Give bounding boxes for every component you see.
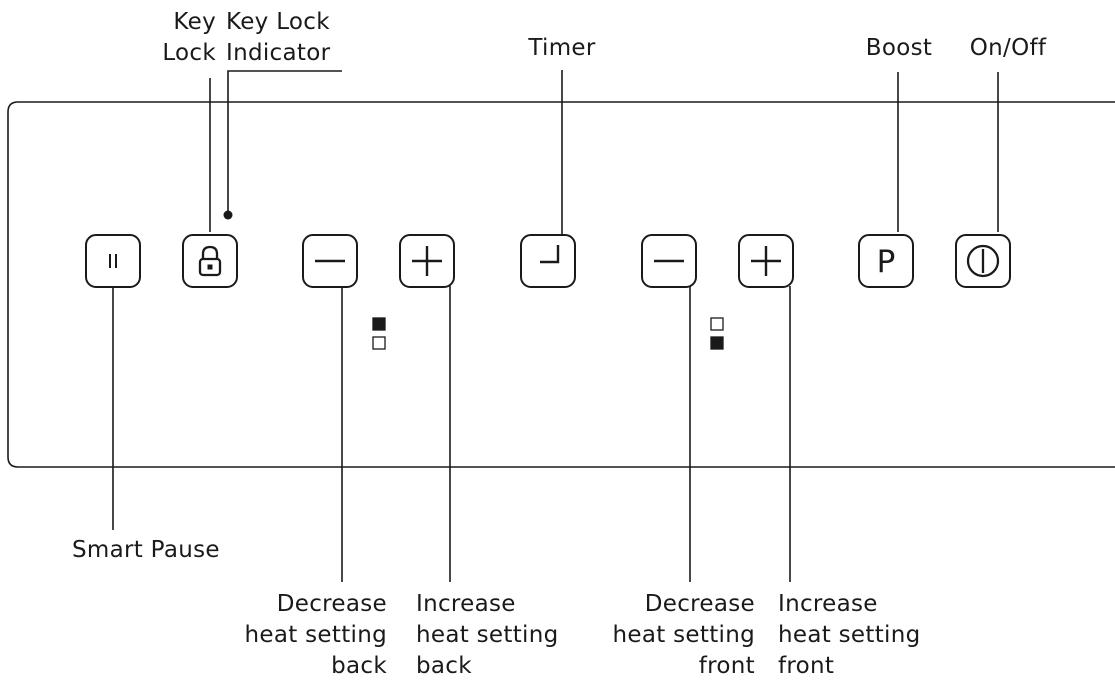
- decrease-back-key[interactable]: [302, 234, 358, 288]
- timer-key[interactable]: [520, 234, 576, 288]
- decrease-back-label: Decrease heat setting back: [244, 591, 387, 679]
- key-lock-indicator-dot: [223, 210, 233, 220]
- increase-front-key[interactable]: [738, 234, 794, 288]
- boost-key-glyph: P: [877, 244, 896, 280]
- lock-icon: [198, 245, 222, 277]
- minus-icon: [315, 259, 345, 263]
- zone-indicator-front-bottom: [710, 336, 724, 350]
- zone-indicator-back-bottom: [372, 336, 386, 350]
- increase-front-label: Increase heat setting front: [778, 591, 921, 679]
- zone-indicator-front-top: [710, 317, 724, 331]
- boost-label: Boost: [865, 35, 933, 61]
- minus-icon: [654, 259, 684, 263]
- decrease-front-key[interactable]: [641, 234, 697, 288]
- increase-back-label: Increase heat setting back: [416, 591, 559, 679]
- increase-back-key[interactable]: [399, 234, 455, 288]
- smart-pause-key[interactable]: [85, 234, 141, 288]
- plus-icon: [751, 246, 781, 276]
- key-lock-key[interactable]: [182, 234, 238, 288]
- timer-icon: [540, 245, 560, 264]
- plus-icon: [412, 246, 442, 276]
- key-lock-label: Key Lock: [162, 9, 216, 66]
- zone-indicator-back-top: [372, 317, 386, 331]
- key-lock-indicator-label: Key Lock Indicator: [226, 9, 331, 66]
- key-lock-indicator-leader: [227, 70, 342, 212]
- boost-key[interactable]: P: [858, 234, 914, 288]
- smart-pause-label: Smart Pause: [72, 537, 220, 563]
- power-icon: [966, 244, 1000, 278]
- on-off-key[interactable]: [955, 234, 1011, 288]
- on-off-label: On/Off: [969, 35, 1047, 61]
- decrease-front-label: Decrease heat setting front: [612, 591, 755, 679]
- control-panel-outline: [7, 101, 1115, 468]
- pause-icon: [109, 254, 117, 268]
- timer-label: Timer: [528, 35, 596, 61]
- boost-p-icon: P: [877, 244, 896, 280]
